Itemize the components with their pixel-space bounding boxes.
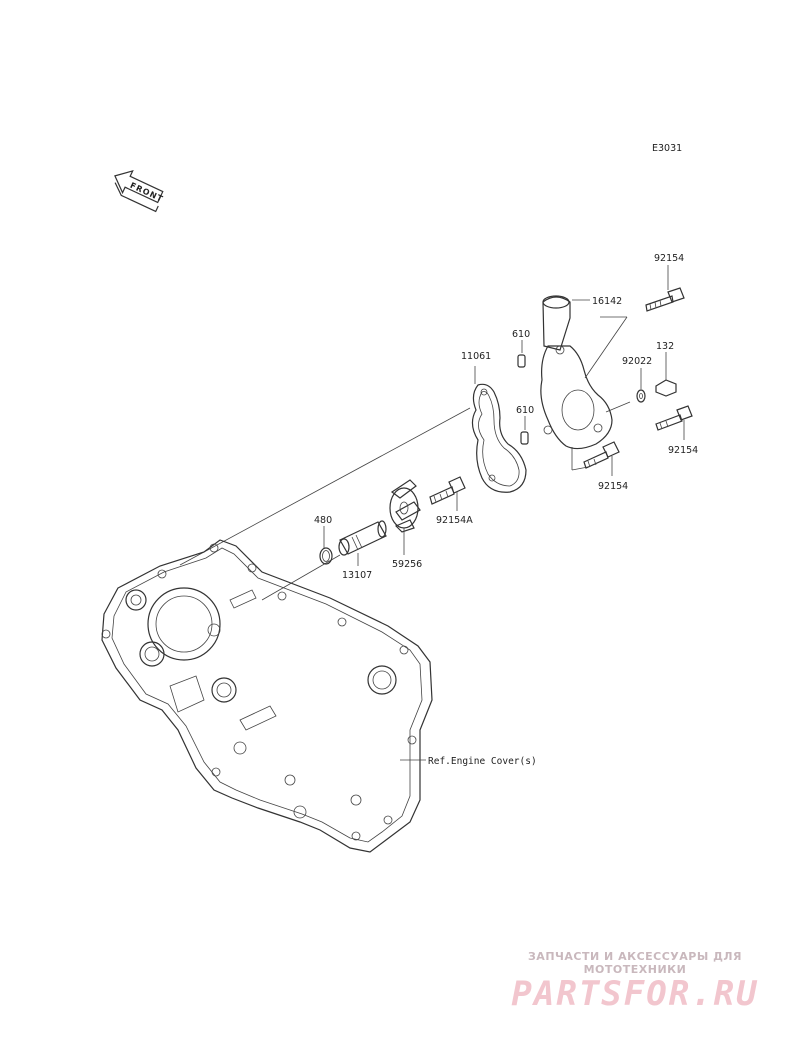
watermark: ЗАПЧАСТИ И АКСЕССУАРЫ ДЛЯ МОТОТЕХНИКИ PA… — [480, 950, 790, 1014]
dowel-pin-610-a — [517, 340, 526, 368]
impeller-59256 — [389, 479, 421, 555]
gasket-11061 — [471, 366, 527, 493]
part-label-11061: 11061 — [461, 351, 491, 362]
part-label-92154-top: 92154 — [654, 253, 684, 264]
part-label-92154A: 92154A — [436, 515, 473, 526]
shaft-13107 — [338, 520, 387, 566]
bolt-92154A — [429, 476, 466, 511]
front-arrow-icon: FRONT — [114, 169, 165, 213]
drain-bolt-132 — [655, 352, 677, 397]
bolt-92154-bottom — [583, 441, 620, 476]
water-pump-cover — [540, 295, 613, 450]
part-label-13107: 13107 — [342, 570, 372, 581]
bolt-92154-right — [655, 405, 693, 440]
part-label-16142: 16142 — [592, 296, 622, 307]
bolt-92154-top — [645, 265, 685, 312]
part-label-92154-bottom: 92154 — [598, 481, 628, 492]
circlip-480 — [319, 526, 333, 565]
part-label-59256: 59256 — [392, 559, 422, 570]
washer-92022 — [636, 368, 646, 403]
reference-label: Ref.Engine Cover(s) — [428, 756, 537, 767]
dowel-pin-610-b — [520, 416, 529, 445]
part-label-132: 132 — [656, 341, 674, 352]
part-label-92022: 92022 — [622, 356, 652, 367]
part-label-92154-right: 92154 — [668, 445, 698, 456]
watermark-brand: PARTSFOR.RU — [511, 974, 759, 1014]
watermark-subtitle: ЗАПЧАСТИ И АКСЕССУАРЫ ДЛЯ МОТОТЕХНИКИ — [527, 950, 742, 976]
part-label-610-a: 610 — [512, 329, 530, 340]
part-label-610-b: 610 — [516, 405, 534, 416]
part-label-480: 480 — [314, 515, 332, 526]
diagram-code: E3031 — [652, 143, 682, 154]
engine-cover — [101, 539, 433, 853]
alignment-lines — [179, 316, 631, 601]
